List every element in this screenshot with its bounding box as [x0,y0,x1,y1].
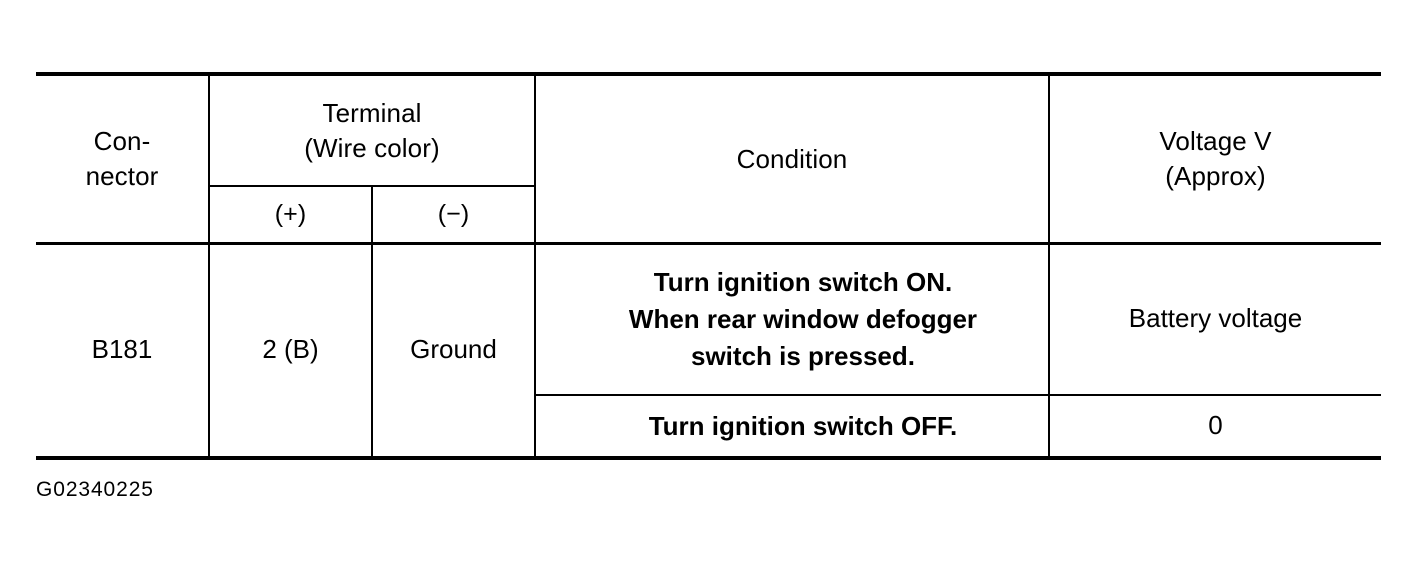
table-row: Turn ignition switch OFF. 0 [36,395,1381,458]
header-cell-voltage: Voltage V (Approx) [1048,74,1381,243]
cell-condition-1-line2: When rear window defogger [628,303,978,334]
header-terminal-negative-text: (−) [437,199,470,228]
header-connector-text: Con- nector [36,124,208,193]
cell-terminal-positive-text: 2 (B) [262,334,319,365]
cell-terminal-positive: 2 (B) [208,241,372,458]
cell-condition-2: Turn ignition switch OFF. [534,395,1049,458]
cell-condition-2-line1: Turn ignition switch OFF. [648,410,958,441]
header-terminal-positive-text: (+) [274,199,307,228]
header-voltage-line2: (Approx) [1165,160,1266,191]
table-header-row-primary: Con- nector Terminal (Wire color) Condit… [36,74,1381,243]
header-cell-terminal: Terminal (Wire color) [208,74,535,187]
header-cell-condition: Condition [534,74,1049,243]
cell-condition-1-line1: Turn ignition switch ON. [653,266,953,297]
table-row: B181 2 (B) Ground Turn ignition switch O… [36,241,1381,458]
header-cell-terminal-positive: (+) [208,186,372,243]
header-terminal-line2: (Wire color) [304,132,440,163]
cell-voltage-2-text: 0 [1208,410,1223,441]
header-voltage-line1: Voltage V [1159,126,1272,157]
header-cell-terminal-negative: (−) [371,186,535,243]
cell-condition-1: Turn ignition switch ON. When rear windo… [534,241,1049,396]
cell-voltage-1: Battery voltage [1048,241,1381,396]
cell-voltage-2: 0 [1048,395,1381,458]
terminal-voltage-table: Con- nector Terminal (Wire color) Condit… [36,72,1381,460]
figure-caption: G02340225 [36,478,154,501]
header-terminal-text: Terminal (Wire color) [210,96,534,165]
cell-connector: B181 [36,241,209,458]
header-connector-line2: nector [85,160,159,191]
header-condition-text: Condition [736,143,848,174]
cell-terminal-negative: Ground [371,241,535,458]
cell-connector-text: B181 [91,334,153,365]
header-voltage-text: Voltage V (Approx) [1050,124,1381,193]
header-cell-connector: Con- nector [36,74,209,243]
cell-terminal-negative-text: Ground [410,334,497,365]
header-terminal-line1: Terminal [322,98,422,129]
cell-condition-1-line3: switch is pressed. [691,340,915,371]
table-header-row-polarity: (+) (−) [36,186,1381,243]
cell-voltage-1-text: Battery voltage [1128,303,1303,334]
spec-table-container: Con- nector Terminal (Wire color) Condit… [36,72,1381,460]
header-connector-line1: Con- [93,126,151,157]
